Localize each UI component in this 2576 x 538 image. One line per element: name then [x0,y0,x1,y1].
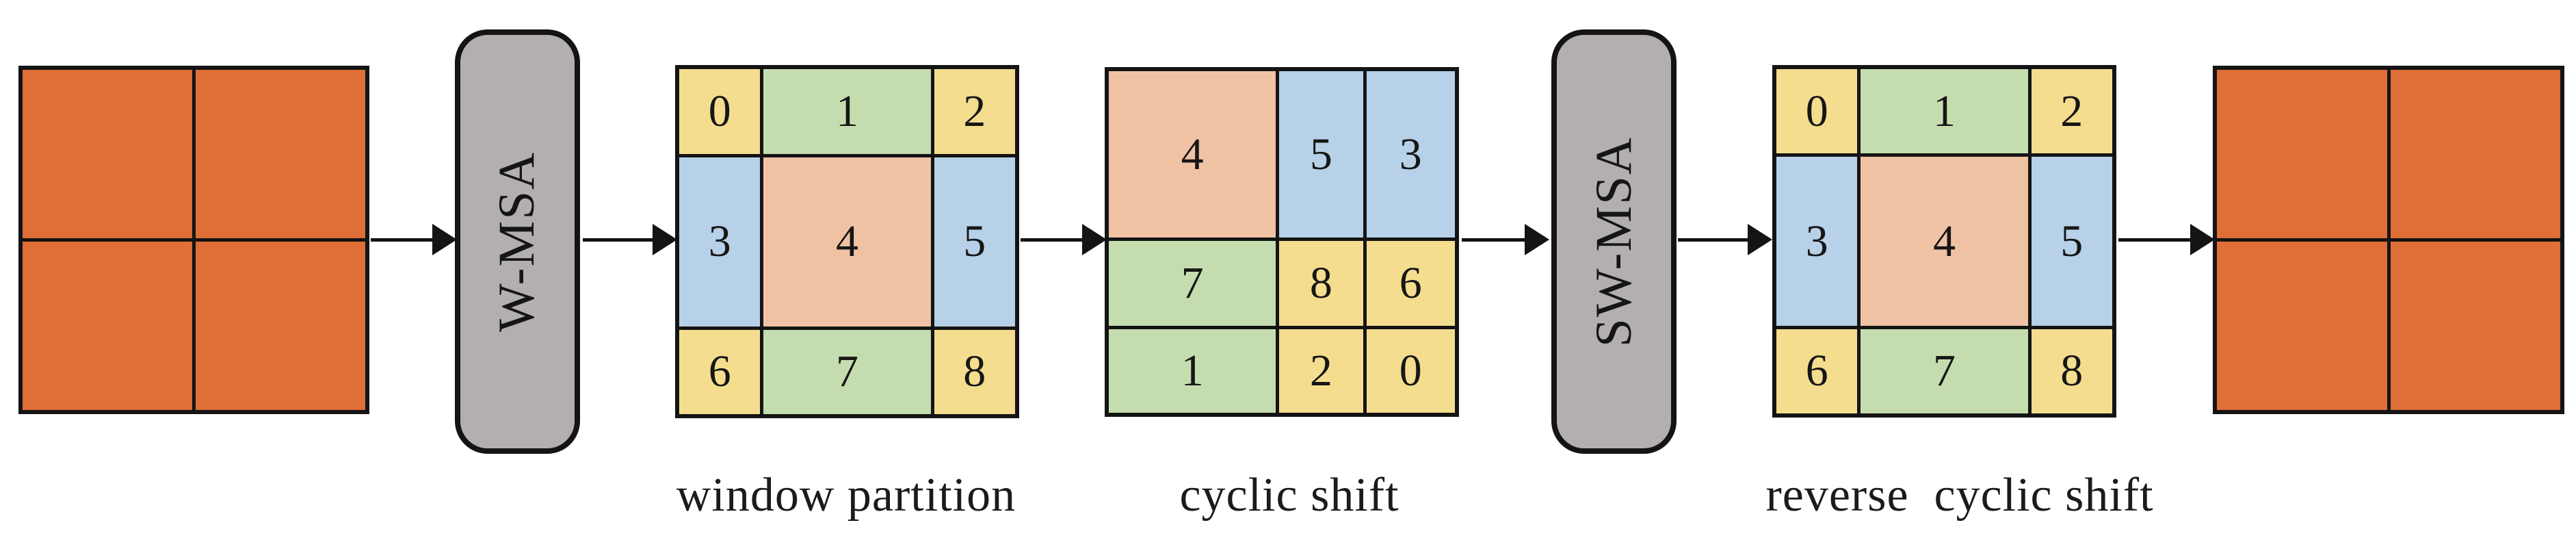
grid-cell: 0 [679,69,761,154]
grid-cell: 1 [1109,329,1276,413]
grid-cell: 3 [1776,157,1858,326]
reverse-cyclic-shift-caption: reverse cyclic shift [1765,469,2154,522]
grid-cell: 0 [1776,69,1858,154]
feature-map-cell [2217,242,2387,410]
arrow-head [1748,224,1772,255]
grid-cell: 2 [2031,69,2112,154]
flow-arrow-icon [2118,224,2215,255]
grid-cell: 7 [763,329,931,414]
arrow-shaft [583,238,653,242]
arrow-shaft [2118,238,2190,242]
arrow-shaft [1462,238,1525,242]
feature-map-cell [2217,70,2387,238]
grid-cell: 4 [1861,157,2028,326]
arrow-head [2190,224,2215,255]
flow-arrow-icon [1678,224,1772,255]
grid-cell: 2 [1279,329,1363,413]
grid-cell: 6 [679,329,761,414]
grid-cell: 1 [1861,69,2028,154]
arrow-head [432,224,457,255]
cyclic-shift-caption: cyclic shift [1179,469,1399,522]
arrow-head [653,224,677,255]
window-partition-caption: window partition [676,469,1016,522]
grid-cell: 8 [2031,329,2112,413]
feature-map-cell [23,242,192,410]
window-partition-grid: 0 1 2 3 4 5 6 7 8 [675,65,1019,418]
grid-cell: 8 [934,329,1015,414]
grid-cell: 7 [1861,329,2028,413]
grid-cell: 6 [1776,329,1858,413]
arrow-shaft [371,238,432,242]
feature-map-cell [196,242,365,410]
grid-cell: 4 [763,157,931,326]
swmsa-block: SW-MSA [1551,29,1677,454]
arrow-shaft [1678,238,1748,242]
grid-cell: 3 [1366,71,1455,238]
flow-arrow-icon [1021,224,1107,255]
grid-cell: 7 [1109,241,1276,326]
output-feature-map [2213,66,2564,414]
arrow-head [1525,224,1549,255]
grid-cell: 1 [763,69,931,154]
feature-map-cell [2390,242,2560,410]
grid-cell: 2 [934,69,1015,154]
feature-map-cell [196,70,365,238]
flow-arrow-icon [583,224,677,255]
grid-cell: 0 [1366,329,1455,413]
grid-cell: 5 [1279,71,1363,238]
wmsa-label: W-MSA [488,151,546,333]
grid-cell: 3 [679,157,761,326]
flow-arrow-icon [1462,224,1549,255]
wmsa-block: W-MSA [455,29,580,454]
feature-map-cell [2390,70,2560,238]
grid-cell: 5 [934,157,1015,326]
cyclic-shift-grid: 4 5 3 7 8 6 1 2 0 [1105,67,1459,417]
grid-cell: 4 [1109,71,1276,238]
arrow-shaft [1021,238,1082,242]
flow-arrow-icon [371,224,457,255]
feature-map-cell [23,70,192,238]
reverse-cyclic-shift-grid: 0 1 2 3 4 5 6 7 8 [1772,65,2116,418]
grid-cell: 5 [2031,157,2112,326]
input-feature-map [18,66,369,414]
grid-cell: 8 [1279,241,1363,326]
swmsa-label: SW-MSA [1585,136,1642,347]
grid-cell: 6 [1366,241,1455,326]
arrow-head [1082,224,1107,255]
